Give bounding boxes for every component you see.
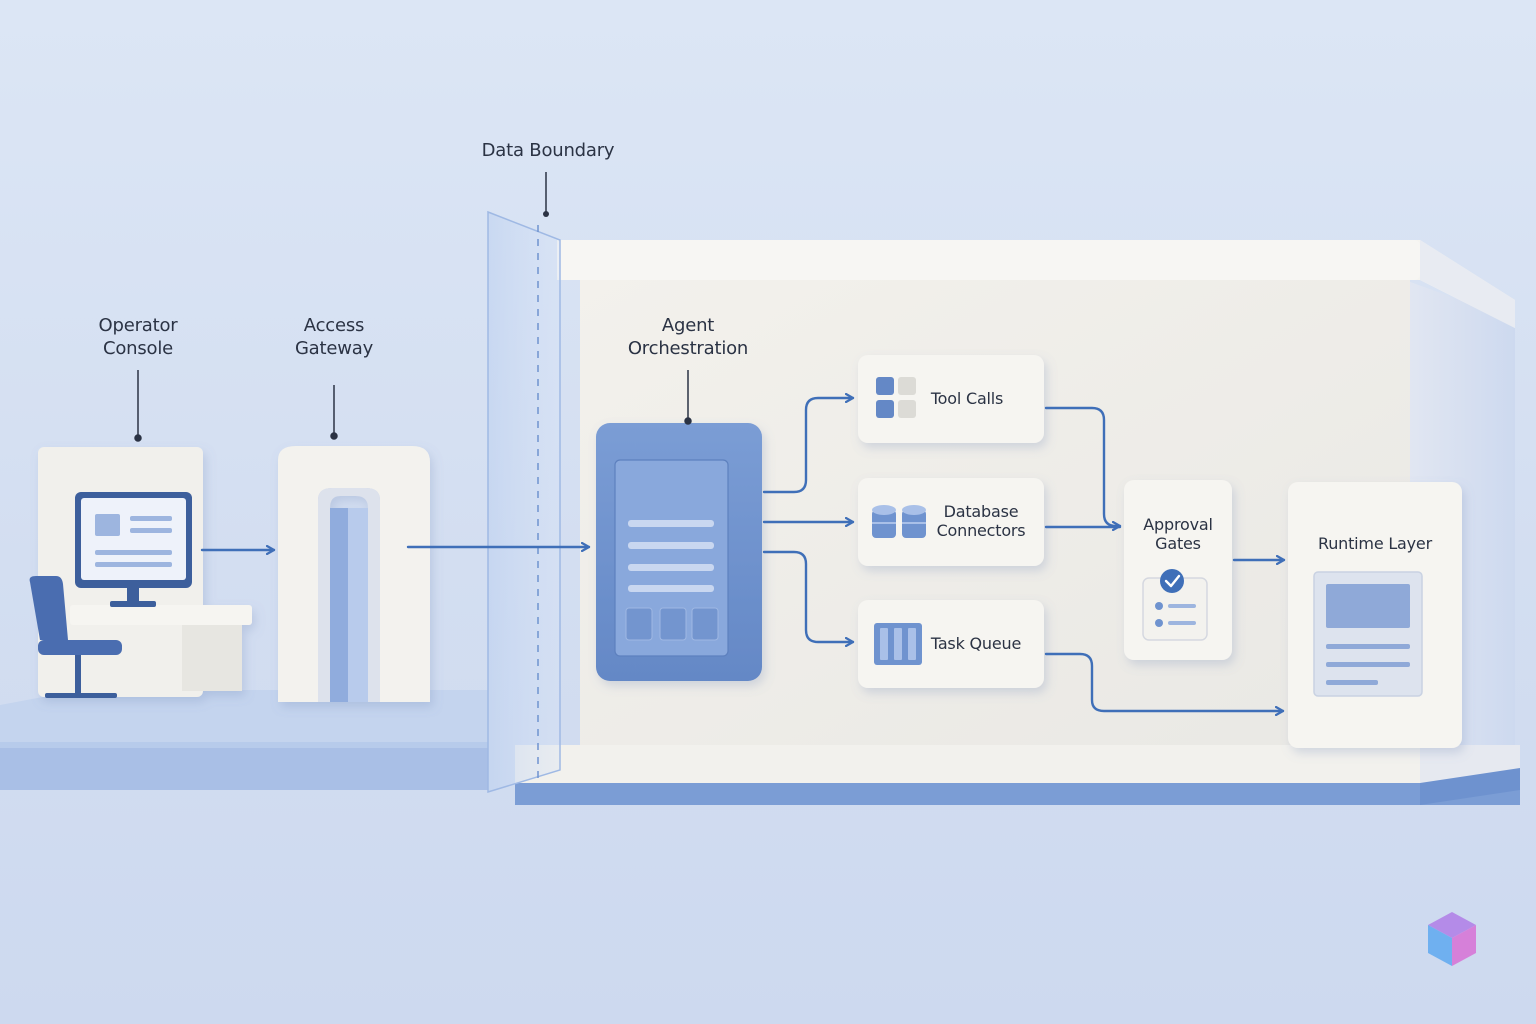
tool-calls-label: Tool Calls [930,389,1004,408]
task-queue-label: Task Queue [930,634,1022,653]
access-gateway-label: Access Gateway [294,315,374,359]
data-boundary-label: Data Boundary [481,140,615,161]
task-queue-card [858,600,1044,688]
checklist-icon [1142,569,1208,641]
chair-icon [29,576,122,698]
logo-cube-icon [1428,912,1476,966]
database-connectors-card [858,478,1044,566]
document-icon [1313,571,1423,697]
operator-console-label: Operator Console [98,315,178,359]
database-icon [872,505,926,538]
left-platform [0,690,488,790]
data-boundary-glass [487,172,561,794]
tool-grid-icon [876,377,916,418]
monitor-icon [75,492,192,607]
doorway-icon [278,446,430,702]
task-queue-icon [874,623,922,665]
agent-orchestration-label: Agent Orchestration [627,315,749,359]
runtime-layer-label: Runtime Layer [1318,534,1432,553]
database-connectors-label: Database Connectors [936,502,1026,540]
label-leaders [134,370,692,442]
flow-connectors [200,398,1286,711]
agent-orchestration-block [596,423,762,681]
approval-gates-label: Approval Gates [1143,515,1213,553]
